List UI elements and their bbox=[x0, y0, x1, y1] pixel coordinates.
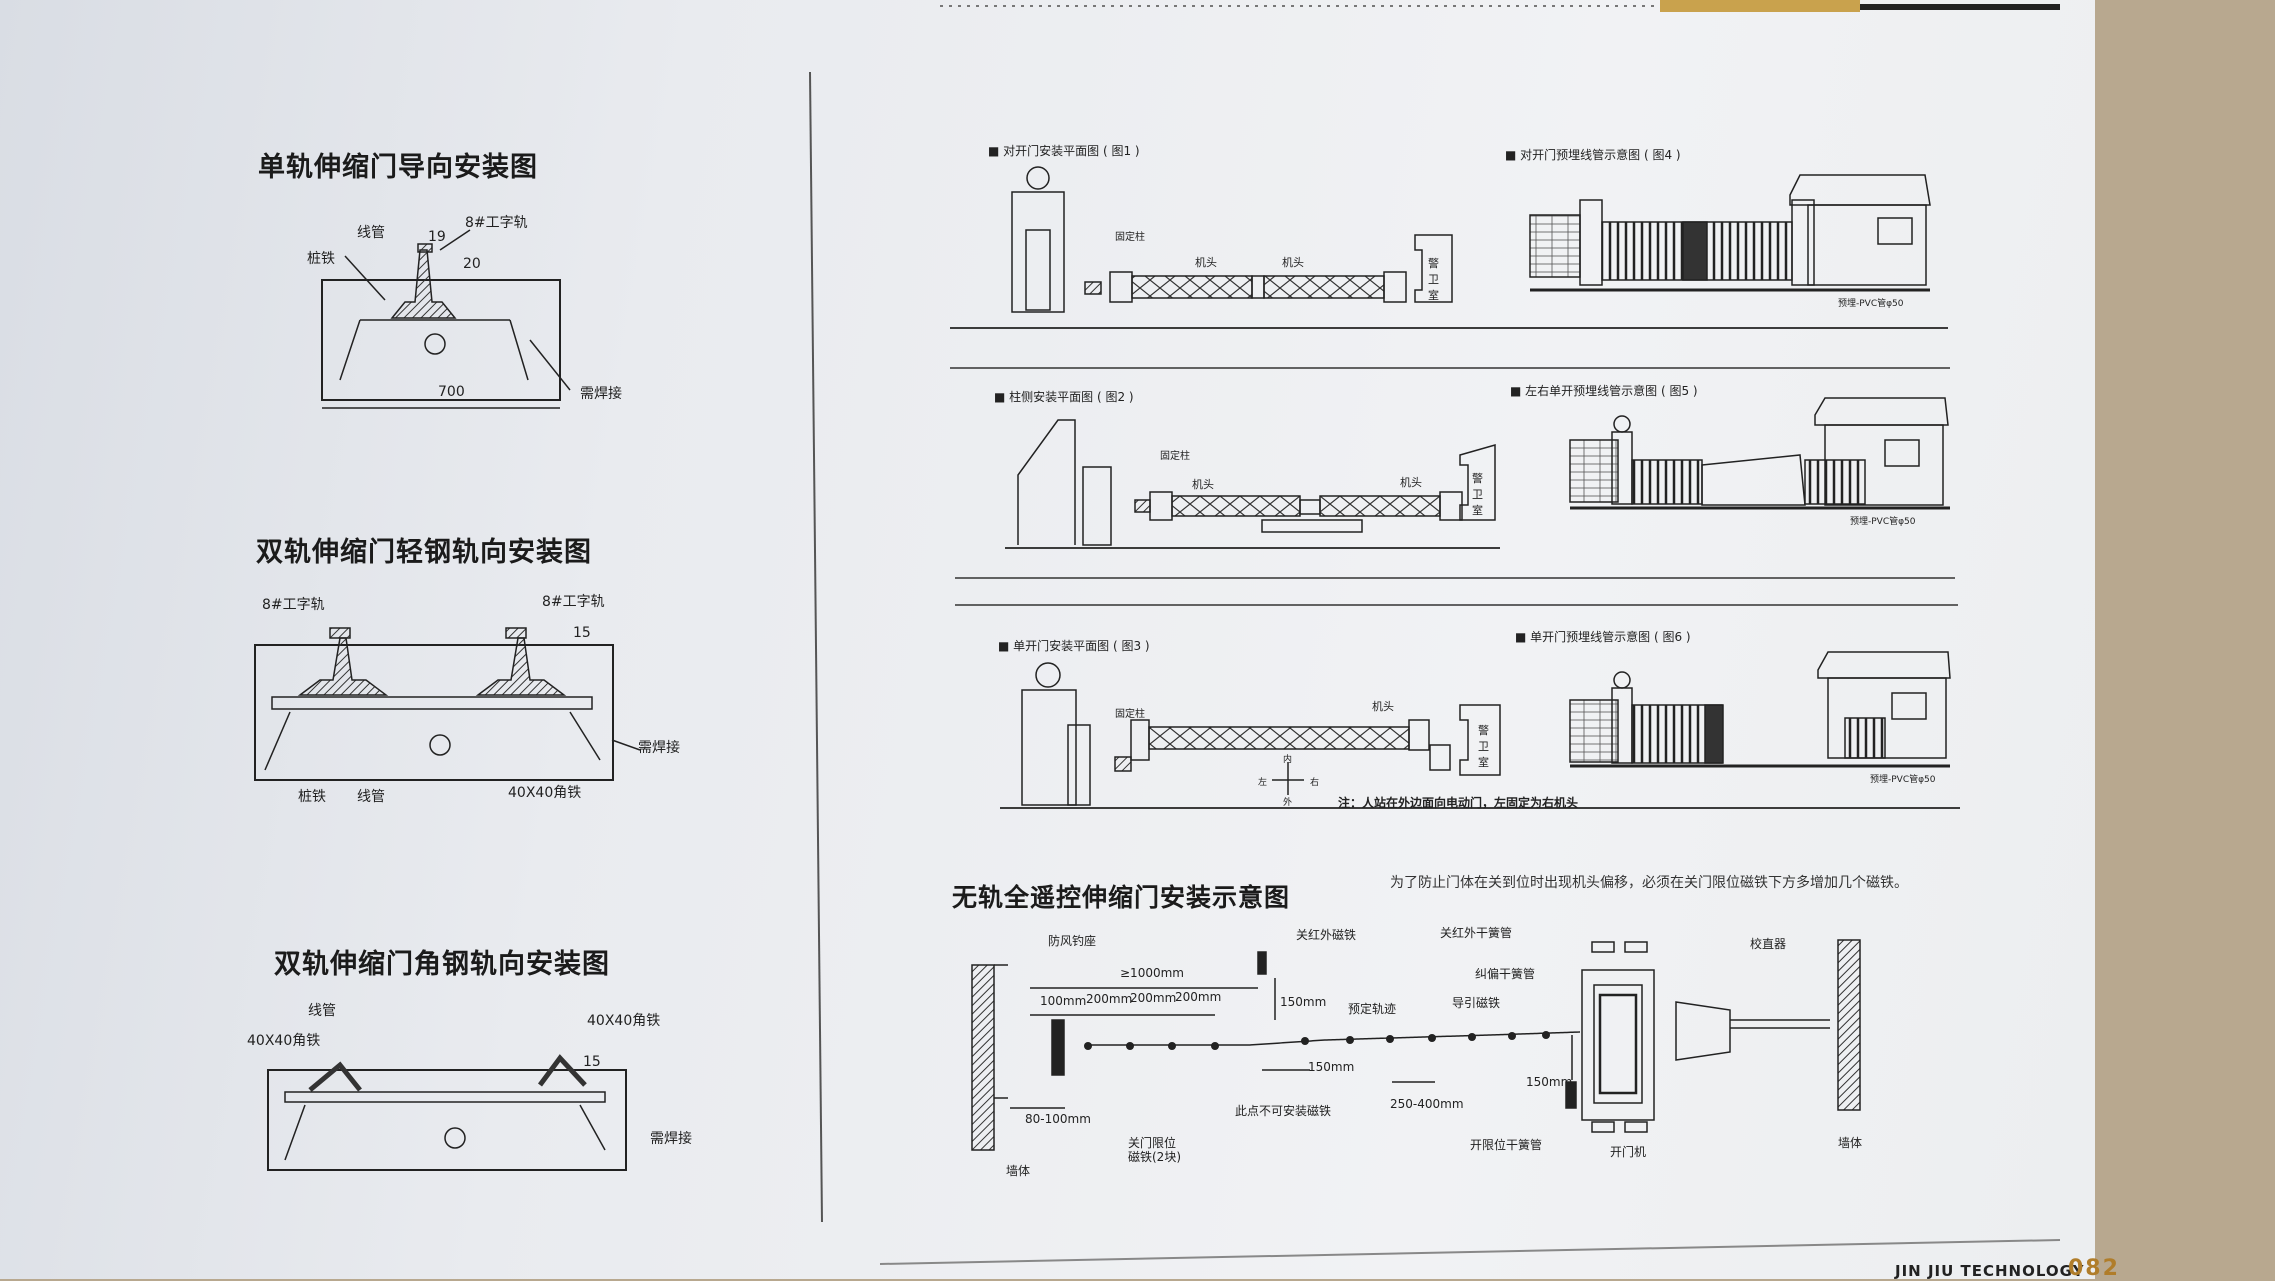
lbl-calibrator: 校直器 bbox=[1750, 937, 1787, 951]
fig-a-stake-label: 桩铁 bbox=[307, 251, 335, 267]
fig-c-conduit-label: 线管 bbox=[308, 1003, 336, 1019]
trackless-title: 无轨全遥控伸缩门安装示意图 bbox=[952, 883, 1291, 912]
row2-conduit-drawing bbox=[1569, 397, 1950, 510]
row1-plan-caption: ■ 对开门安装平面图 ( 图1 ) bbox=[988, 144, 1140, 158]
row2-pvc: 预埋-PVC管φ50 bbox=[1850, 517, 1916, 527]
lbl-no-magnet: 此点不可安装磁铁 bbox=[1235, 1104, 1332, 1118]
fig-a-rail-label: 8#工字轨 bbox=[465, 215, 528, 231]
lbl-d80: 80-100mm bbox=[1025, 1112, 1091, 1126]
fig-a-dim19: 19 bbox=[428, 229, 446, 245]
lbl-ir-magnet: 关红外磁铁 bbox=[1296, 928, 1357, 942]
row3-machine: 机头 bbox=[1372, 700, 1394, 713]
row2-machine1: 机头 bbox=[1192, 478, 1214, 491]
lbl-wind-hook: 防风钓座 bbox=[1048, 934, 1097, 948]
lbl-close-limit: 关门限位 bbox=[1128, 1136, 1177, 1150]
row2-machine2: 机头 bbox=[1400, 476, 1422, 489]
fig-a-dim700: 700 bbox=[438, 384, 465, 400]
row3-pvc: 预埋-PVC管φ50 bbox=[1870, 775, 1936, 785]
row1-pvc: 预埋-PVC管φ50 bbox=[1838, 299, 1904, 309]
row3-fixed-post: 固定柱 bbox=[1115, 709, 1145, 720]
fig-b-conduit-label: 线管 bbox=[357, 789, 385, 805]
compass-right: 右 bbox=[1310, 778, 1320, 788]
row3-conduit-caption: ■ 单开门预埋线管示意图 ( 图6 ) bbox=[1515, 630, 1691, 644]
row2-conduit-caption: ■ 左右单开预埋线管示意图 ( 图5 ) bbox=[1510, 384, 1698, 398]
row3-guard-room: 警卫室 bbox=[1478, 724, 1489, 769]
lbl-planned-track: 预定轨迹 bbox=[1348, 1002, 1397, 1016]
row1-conduit-caption: ■ 对开门预埋线管示意图 ( 图4 ) bbox=[1505, 148, 1681, 162]
lbl-d150h: 150mm bbox=[1308, 1060, 1355, 1074]
fig-a-drawing bbox=[321, 229, 571, 409]
top-deco-bar bbox=[940, 0, 2060, 12]
compass-inside: 内 bbox=[1283, 755, 1293, 765]
lbl-wall-left: 墙体 bbox=[1006, 1164, 1031, 1178]
lbl-guide-magnet: 导引磁铁 bbox=[1452, 996, 1501, 1010]
lbl-open-limit: 开限位干簧管 bbox=[1470, 1138, 1543, 1152]
lbl-d200a: 200mm bbox=[1086, 992, 1133, 1006]
fig-a-weld-label: 需焊接 bbox=[580, 386, 622, 402]
lbl-wall-right: 墙体 bbox=[1838, 1136, 1863, 1150]
row1-machine1: 机头 bbox=[1195, 256, 1217, 269]
lbl-d100: 100mm bbox=[1040, 994, 1087, 1008]
footer-brand: JIN JIU TECHNOLOGY bbox=[1895, 1262, 2085, 1280]
column-divider bbox=[809, 71, 823, 1223]
fig-b-weld-label: 需焊接 bbox=[638, 740, 680, 756]
row3-plan-drawing bbox=[1000, 662, 1960, 809]
trackless-note: 为了防止门体在关到位时出现机头偏移，必须在关门限位磁铁下方多增加几个磁铁。 bbox=[1390, 875, 1908, 891]
lbl-d150v: 150mm bbox=[1280, 995, 1327, 1009]
row1-machine2: 机头 bbox=[1282, 256, 1304, 269]
lbl-opener: 开门机 bbox=[1610, 1145, 1647, 1159]
lbl-close-limit-2: 磁铁(2块) bbox=[1128, 1150, 1181, 1164]
fig-b-rail-left-label: 8#工字轨 bbox=[262, 597, 325, 613]
lbl-d200c: 200mm bbox=[1175, 990, 1222, 1004]
compass-left: 左 bbox=[1258, 778, 1268, 788]
compass-outside: 外 bbox=[1283, 798, 1293, 808]
fig-a-title: 单轨伸缩门导向安装图 bbox=[258, 152, 538, 183]
lbl-d1000: ≥1000mm bbox=[1120, 966, 1184, 980]
row1-plan-drawing bbox=[950, 166, 1948, 329]
fig-b-angle-label: 40X40角铁 bbox=[508, 785, 582, 801]
row2-fixed-post: 固定柱 bbox=[1160, 451, 1190, 462]
row3-conduit-drawing bbox=[1569, 651, 1951, 768]
fig-c-dim15: 15 bbox=[583, 1054, 601, 1070]
row1-fixed-post: 固定柱 bbox=[1115, 232, 1145, 243]
row3-plan-caption: ■ 单开门安装平面图 ( 图3 ) bbox=[998, 639, 1150, 653]
fig-b-dim15: 15 bbox=[573, 625, 591, 641]
row2-plan-caption: ■ 柱侧安装平面图 ( 图2 ) bbox=[994, 390, 1134, 404]
lbl-d150r: 150mm bbox=[1526, 1075, 1573, 1089]
fig-c-angle-right-label: 40X40角铁 bbox=[587, 1013, 661, 1029]
lbl-ir-reed: 关红外干簧管 bbox=[1440, 926, 1513, 940]
fig-c-weld-label: 需焊接 bbox=[650, 1131, 692, 1147]
footer-rule bbox=[879, 1239, 2061, 1265]
fig-c-angle-left-label: 40X40角铁 bbox=[247, 1033, 321, 1049]
lbl-deviation-reed: 纠偏干簧管 bbox=[1475, 967, 1536, 981]
paper-sheet bbox=[0, 0, 2095, 1279]
page-number: 082 bbox=[2068, 1256, 2120, 1281]
row1-guard-room: 警卫室 bbox=[1428, 257, 1439, 302]
row3-note: 注：人站在外边面向电动门，左固定为右机头 bbox=[1338, 796, 1579, 810]
fig-a-dim20: 20 bbox=[463, 256, 481, 272]
fig-b-rail-right-label: 8#工字轨 bbox=[542, 594, 605, 610]
fig-a-conduit-label: 线管 bbox=[357, 225, 385, 241]
lbl-d200b: 200mm bbox=[1130, 991, 1177, 1005]
trackless-drawing bbox=[971, 939, 1861, 1151]
fig-c-title: 双轨伸缩门角钢轨向安装图 bbox=[274, 949, 610, 980]
fig-c-drawing bbox=[267, 1054, 627, 1171]
row2-guard-room: 警卫室 bbox=[1472, 472, 1483, 517]
fig-b-drawing bbox=[254, 627, 641, 781]
lbl-d250: 250-400mm bbox=[1390, 1097, 1464, 1111]
row2-plan-drawing bbox=[1005, 419, 1500, 549]
row1-conduit-drawing bbox=[1529, 174, 1931, 292]
fig-b-stake-label: 桩铁 bbox=[298, 789, 326, 805]
fig-b-title: 双轨伸缩门轻钢轨向安装图 bbox=[256, 537, 592, 568]
